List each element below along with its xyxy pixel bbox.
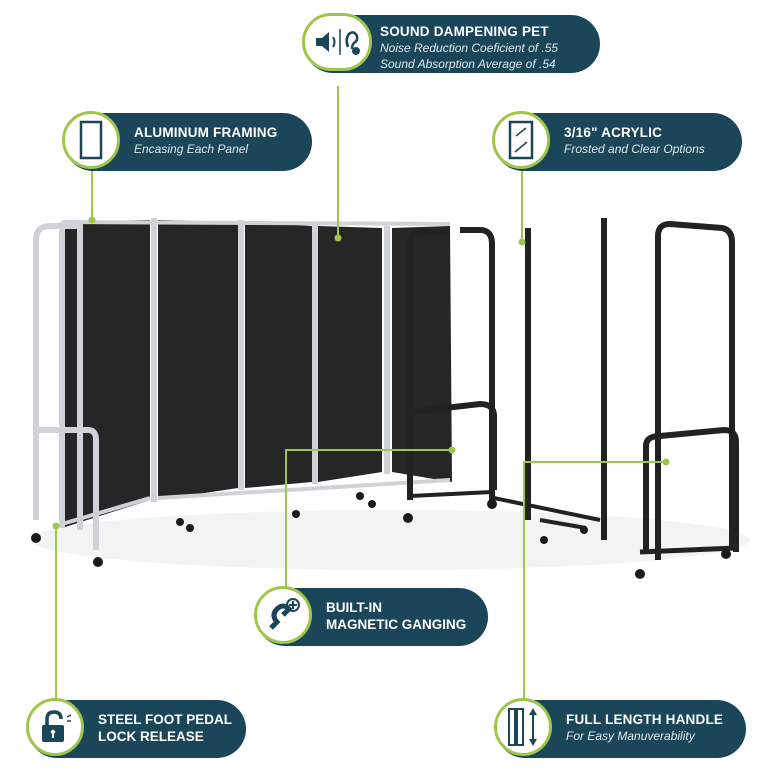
- magnetic-ganging-callout: BUILT-IN MAGNETIC GANGING: [254, 586, 488, 646]
- leader-dots: [52, 216, 670, 530]
- acrylic-callout: 3/16" ACRYLIC Frosted and Clear Options: [492, 111, 742, 171]
- lock-line2: LOCK RELEASE: [98, 729, 204, 744]
- leader-lines: [55, 86, 666, 700]
- sound-dampening-callout: SOUND DAMPENING PET Noise Reduction Coef…: [302, 13, 600, 73]
- acrylic-sub: Frosted and Clear Options: [564, 142, 705, 156]
- magnetic-line2: MAGNETIC GANGING: [326, 617, 467, 632]
- sound-saa: Sound Absorption Average of .54: [380, 57, 556, 71]
- magnet-plus-icon: [254, 586, 312, 644]
- lock-line1: STEEL FOOT PEDAL: [98, 712, 233, 727]
- floor-shadow: [30, 510, 750, 570]
- acoustic-panels: [62, 220, 452, 528]
- lock-release-callout: STEEL FOOT PEDAL LOCK RELEASE: [26, 698, 246, 758]
- steel-frames: [407, 218, 739, 560]
- casters: [31, 492, 731, 579]
- aluminum-title: ALUMINUM FRAMING: [134, 125, 278, 140]
- acrylic-panel-icon: [492, 111, 550, 169]
- aluminum-frames: [33, 218, 451, 550]
- unlock-icon: [26, 698, 84, 756]
- acrylic-title: 3/16" ACRYLIC: [564, 125, 663, 140]
- handle-title: FULL LENGTH HANDLE: [566, 712, 724, 727]
- magnetic-line1: BUILT-IN: [326, 600, 382, 615]
- full-length-handle-callout: FULL LENGTH HANDLE For Easy Manuverabili…: [494, 698, 746, 758]
- panel-frame-icon: [62, 111, 120, 169]
- aluminum-framing-callout: ALUMINUM FRAMING Encasing Each Panel: [62, 111, 312, 171]
- sound-title: SOUND DAMPENING PET: [380, 24, 549, 39]
- handle-sub: For Easy Manuverability: [566, 729, 695, 743]
- aluminum-sub: Encasing Each Panel: [134, 142, 249, 156]
- sound-nrc: Noise Reduction Coeficient of .55: [380, 41, 559, 55]
- speaker-ear-icon: [302, 13, 372, 71]
- handle-arrow-icon: [494, 698, 552, 756]
